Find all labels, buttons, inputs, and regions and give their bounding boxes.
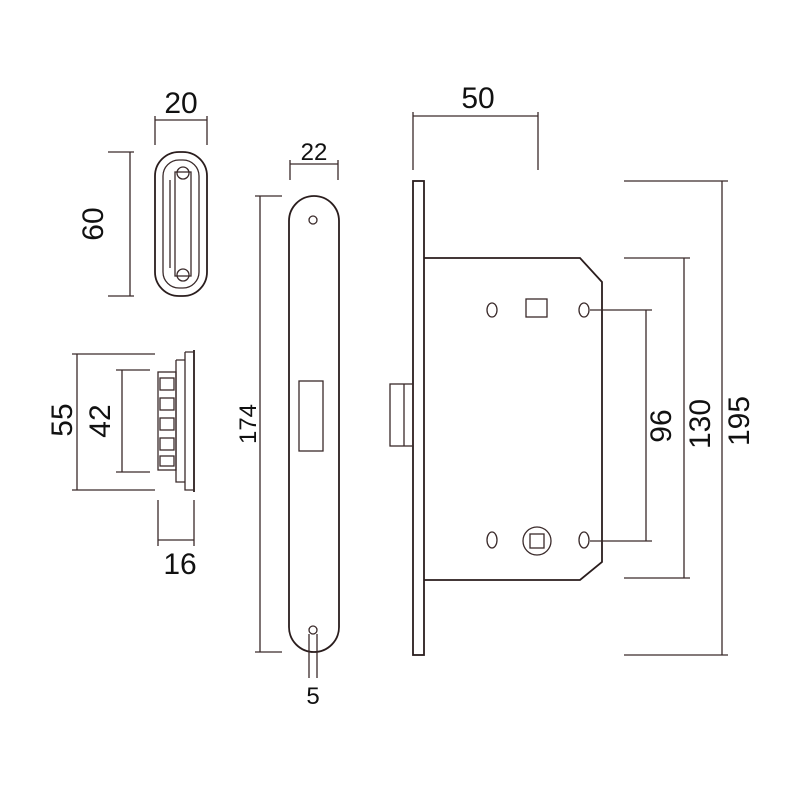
spindle-centers-label: 96 bbox=[645, 409, 678, 442]
latch-outer-height-label: 55 bbox=[46, 403, 79, 436]
faceplate-height-label: 174 bbox=[235, 404, 262, 444]
case-height-label: 130 bbox=[684, 399, 717, 449]
latch-depth-label: 16 bbox=[163, 548, 196, 581]
faceplate-width-label: 22 bbox=[301, 139, 328, 166]
faceplate bbox=[288, 195, 340, 653]
latch-side-view bbox=[157, 350, 195, 492]
latch-dimensions: 55 42 16 bbox=[46, 353, 197, 581]
lock-body-dimensions: 50 96 130 195 bbox=[412, 82, 756, 656]
strike-dimensions: 20 60 bbox=[77, 87, 208, 297]
strike-height-label: 60 bbox=[77, 207, 110, 240]
forend-height-label: 195 bbox=[723, 396, 756, 446]
lock-body bbox=[389, 180, 603, 656]
strike-plate bbox=[154, 151, 208, 297]
screw-hole-label: 5 bbox=[306, 683, 319, 710]
backset-label: 50 bbox=[461, 82, 494, 115]
latch-inner-height-label: 42 bbox=[84, 404, 117, 437]
strike-width-label: 20 bbox=[164, 87, 197, 120]
faceplate-dimensions: 22 174 5 bbox=[235, 139, 339, 710]
